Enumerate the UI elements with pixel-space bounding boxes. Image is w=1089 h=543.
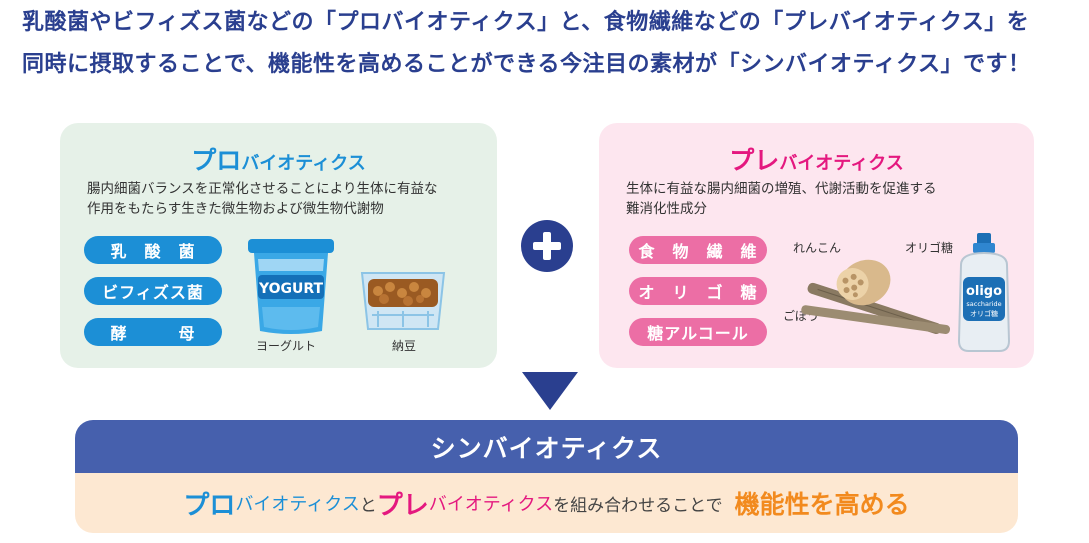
probiotics-description: 腸内細菌バランスを正常化させることにより生体に有益な 作用をもたらす生きた微生物… — [87, 181, 438, 217]
plus-icon — [521, 220, 573, 272]
probiotics-title: プロバイオティクス — [191, 146, 366, 175]
pill-bifidobacteria: ビフィズス菌 — [84, 277, 222, 305]
yogurt-cup-icon: YOGURT — [248, 239, 334, 334]
bottle-text-oligo: oligo — [966, 284, 1002, 299]
pill-sugar-alcohol: 糖アルコール — [629, 318, 767, 346]
prebiotics-title: プレバイオティクス — [729, 146, 904, 175]
prebiotics-panel: プレバイオティクス 生体に有益な腸内細菌の増殖、代謝活動を促進する 難消化性成分… — [599, 123, 1034, 368]
bottle-text-jp: オリゴ糖 — [970, 309, 998, 318]
lotus-root-and-burdock-icon — [801, 259, 951, 334]
pill-dietary-fiber: 食 物 繊 維 — [629, 236, 767, 264]
oligosaccharide-bottle-icon: oligo saccharide オリゴ糖 — [957, 233, 1011, 352]
prebiotics-description: 生体に有益な腸内細菌の増殖、代謝活動を促進する 難消化性成分 — [626, 181, 937, 217]
yogurt-caption: ヨーグルト — [256, 339, 317, 353]
down-arrow-icon — [522, 372, 578, 410]
yogurt-label: YOGURT — [258, 281, 324, 297]
headline: 乳酸菌やビフィズス菌などの「プロバイオティクス」と、食物繊維などの「プレバイオテ… — [22, 2, 1082, 86]
oligo-caption: オリゴ糖 — [905, 241, 954, 255]
pill-oligosaccharide: オ リ ゴ 糖 — [629, 277, 767, 305]
bottle-text-saccharide: saccharide — [966, 300, 1001, 308]
synbiotics-summary: プロバイオティクスとプレバイオティクスを組み合わせることで機能性を高める — [75, 473, 1018, 533]
synbiotics-result: 機能性を高める — [734, 490, 910, 519]
natto-pack-icon — [360, 272, 446, 330]
natto-caption: 納豆 — [392, 339, 417, 353]
headline-line2: 同時に摂取することで、機能性を高めることができる今注目の素材が「シンバイオティク… — [22, 52, 1031, 77]
renkon-caption: れんこん — [793, 241, 842, 255]
synbiotics-title: シンバイオティクス — [75, 420, 1018, 473]
probiotics-panel: プロバイオティクス 腸内細菌バランスを正常化させることにより生体に有益な 作用を… — [60, 123, 497, 368]
headline-line1: 乳酸菌やビフィズス菌などの「プロバイオティクス」と、食物繊維などの「プレバイオテ… — [22, 10, 1030, 35]
pill-yeast: 酵 母 — [84, 318, 222, 346]
pill-lactic-acid-bacteria: 乳 酸 菌 — [84, 236, 222, 264]
